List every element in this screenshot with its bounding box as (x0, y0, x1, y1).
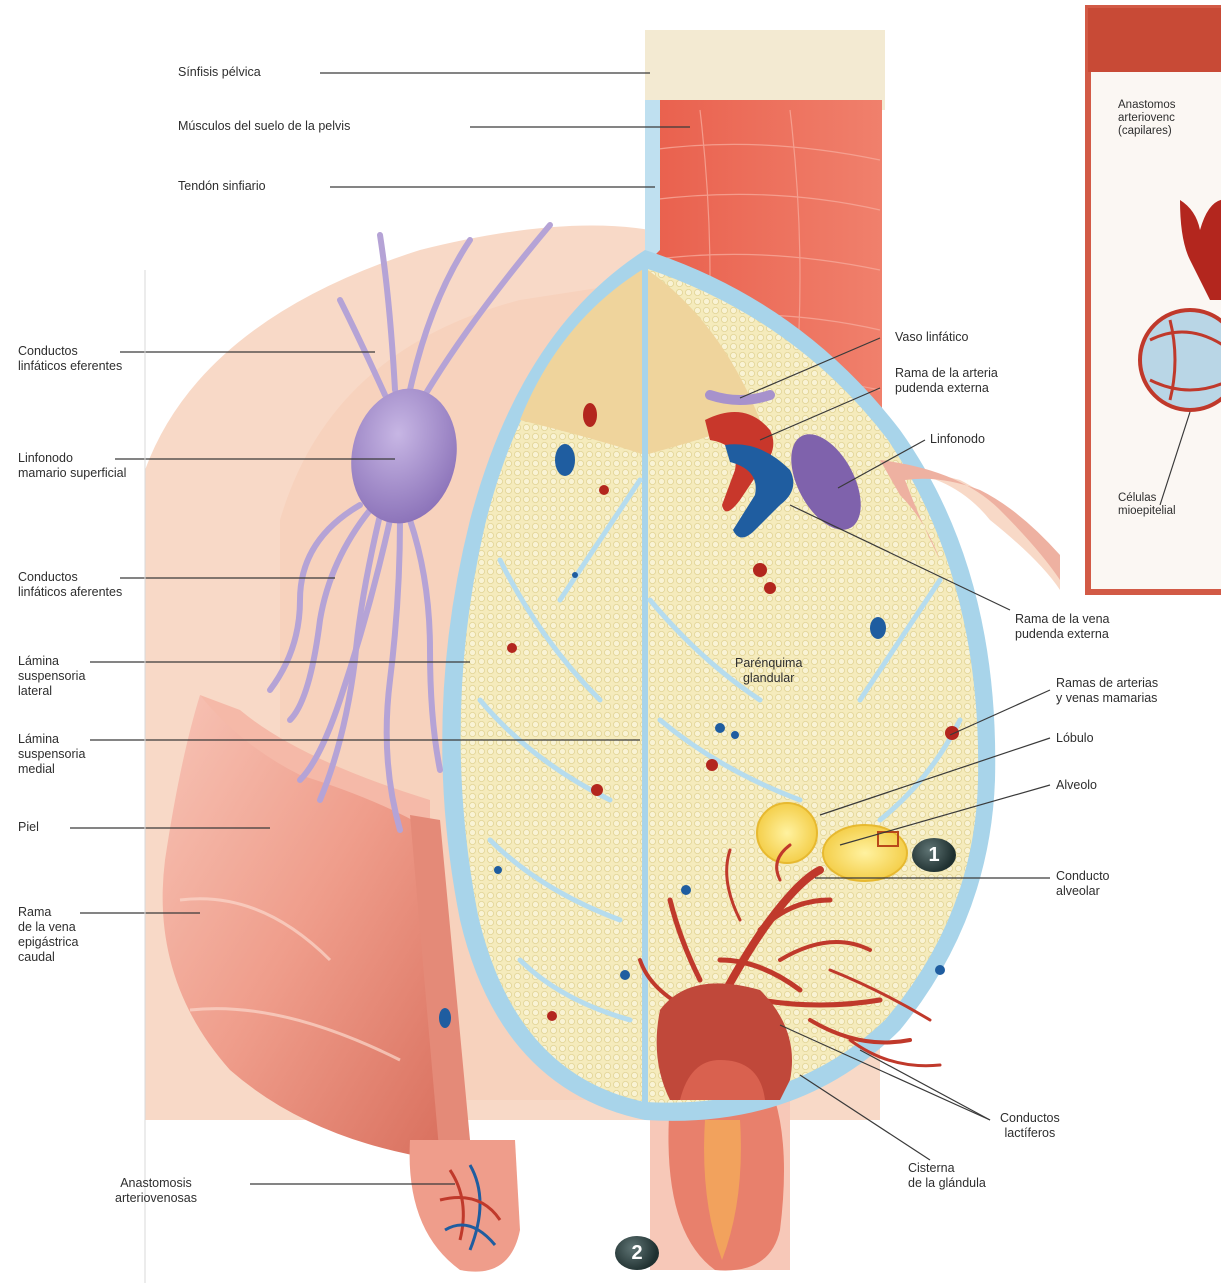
label-lamina-suspensoria-medial: Lámina suspensoria medial (18, 732, 85, 777)
label-anastomosis-arteriovenosas: Anastomosis arteriovenosas (115, 1176, 197, 1206)
alveolus-cluster (757, 803, 817, 863)
label-linfonodo-mamario-superficial: Linfonodo mamario superficial (18, 451, 126, 481)
label-conducto-alveolar: Conducto alveolar (1056, 869, 1110, 899)
left-teat (410, 1140, 520, 1272)
label-lobulo: Lóbulo (1056, 731, 1094, 746)
label-rama-vena-epigastrica: Rama de la vena epigástrica caudal (18, 905, 78, 965)
pelvic-symphysis (645, 30, 885, 110)
label-vaso-linfatico: Vaso linfático (895, 330, 968, 345)
inset-header (1088, 8, 1221, 72)
label-lamina-suspensoria-lateral: Lámina suspensoria lateral (18, 654, 85, 699)
label-piel: Piel (18, 820, 39, 835)
label-conductos-lactiferos: Conductos lactíferos (1000, 1111, 1060, 1141)
label-musculos-suelo-pelvis: Músculos del suelo de la pelvis (178, 119, 350, 134)
label-linfonodo: Linfonodo (930, 432, 985, 447)
label-sinfisis-pelvica: Sínfisis pélvica (178, 65, 261, 80)
symphyseal-tendon (645, 100, 660, 265)
label-conductos-linfaticos-eferentes: Conductos linfáticos eferentes (18, 344, 122, 374)
label-alveolo: Alveolo (1056, 778, 1097, 793)
label-cisterna-glandula: Cisterna de la glándula (908, 1161, 986, 1191)
label-rama-vena-pudenda: Rama de la vena pudenda externa (1015, 612, 1110, 642)
inset-label-celulas: Células mioepitelial (1118, 492, 1176, 518)
label-tendon-sinfisiario: Tendón sinfiario (178, 179, 266, 194)
lobule-cluster (823, 825, 907, 881)
inset-label-anastomosis: Anastomos arteriovenc (capilares) (1118, 99, 1176, 138)
callout-badge-1: 1 (912, 838, 956, 872)
inset-acinus (1140, 310, 1221, 410)
callout-badge-2: 2 (615, 1236, 659, 1270)
label-ramas-arterias-venas-mamarias: Ramas de arterias y venas mamarias (1056, 676, 1158, 706)
label-parenquima-glandular: Parénquima glandular (735, 656, 802, 686)
label-rama-arteria-pudenda: Rama de la arteria pudenda externa (895, 366, 998, 396)
label-conductos-linfaticos-aferentes: Conductos linfáticos aferentes (18, 570, 122, 600)
